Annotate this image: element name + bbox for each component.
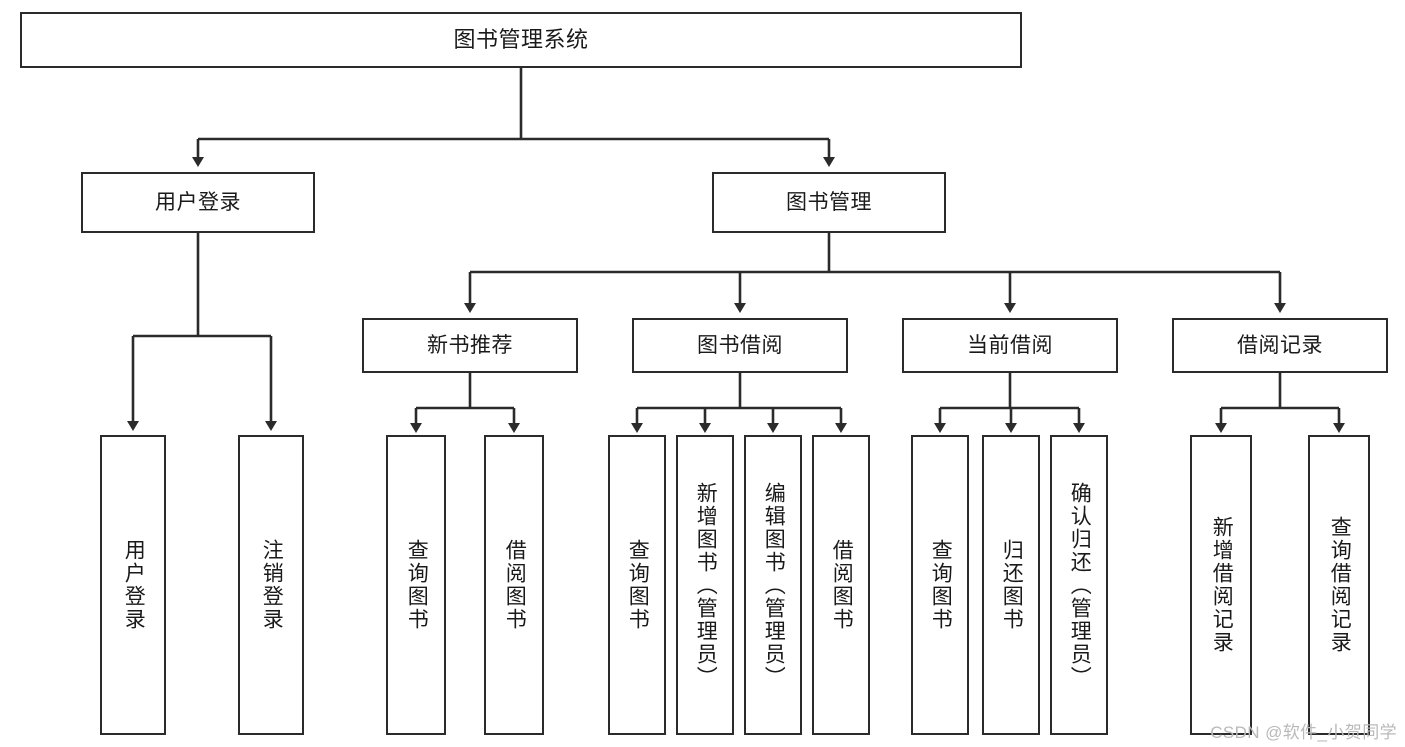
current-borrow-to-leaves [934, 373, 1085, 433]
node-leaf-query-record[interactable]: 查询借阅记录 [1308, 435, 1370, 735]
root-to-level1 [192, 68, 835, 167]
node-leaf-borrow-book-1[interactable]: 借阅图书 [484, 435, 544, 735]
node-leaf-add-record-label: 新增借阅记录 [1210, 516, 1234, 654]
node-leaf-query-book-3-label: 查询图书 [929, 539, 953, 631]
node-new-book-recommend[interactable]: 新书推荐 [362, 318, 578, 373]
node-leaf-query-book-1[interactable]: 查询图书 [386, 435, 446, 735]
node-book-manage-label: 图书管理 [786, 190, 872, 214]
node-leaf-add-book-label: 新增图书（管理员） [694, 481, 718, 689]
book-manage-to-level2 [464, 233, 1286, 313]
node-borrow-record[interactable]: 借阅记录 [1172, 318, 1388, 373]
node-book-borrow[interactable]: 图书借阅 [632, 318, 848, 373]
node-leaf-user-login-label: 用户登录 [122, 539, 146, 631]
node-current-borrow[interactable]: 当前借阅 [902, 318, 1118, 373]
csdn-watermark: CSDN @软件_小贺同学 [1210, 723, 1397, 742]
node-leaf-add-book[interactable]: 新增图书（管理员） [676, 435, 734, 735]
node-leaf-add-record[interactable]: 新增借阅记录 [1190, 435, 1252, 735]
node-leaf-query-book-1-label: 查询图书 [405, 539, 429, 631]
book-borrow-to-leaves [631, 373, 847, 433]
node-book-borrow-label: 图书借阅 [697, 333, 783, 357]
node-book-manage[interactable]: 图书管理 [712, 172, 946, 233]
node-leaf-user-login[interactable]: 用户登录 [100, 435, 166, 735]
node-borrow-record-label: 借阅记录 [1237, 333, 1323, 357]
node-leaf-edit-book-label: 编辑图书（管理员） [762, 481, 786, 689]
user-login-to-leaves [127, 233, 277, 431]
node-leaf-return-book-label: 归还图书 [1000, 539, 1024, 631]
node-leaf-logout-login-label: 注销登录 [260, 539, 284, 631]
node-leaf-edit-book[interactable]: 编辑图书（管理员） [744, 435, 802, 735]
node-current-borrow-label: 当前借阅 [967, 333, 1053, 357]
node-leaf-query-record-label: 查询借阅记录 [1328, 516, 1352, 654]
node-leaf-query-book-3[interactable]: 查询图书 [911, 435, 969, 735]
node-leaf-query-book-2[interactable]: 查询图书 [608, 435, 666, 735]
node-leaf-return-book[interactable]: 归还图书 [982, 435, 1040, 735]
node-leaf-borrow-book-2[interactable]: 借阅图书 [812, 435, 870, 735]
borrow-record-to-leaves [1215, 373, 1345, 433]
node-new-book-recommend-label: 新书推荐 [427, 333, 513, 357]
node-leaf-borrow-book-1-label: 借阅图书 [503, 539, 527, 631]
node-root-label: 图书管理系统 [453, 26, 589, 52]
node-leaf-confirm-return[interactable]: 确认归还（管理员） [1050, 435, 1108, 735]
node-leaf-query-book-2-label: 查询图书 [626, 539, 650, 631]
node-leaf-borrow-book-2-label: 借阅图书 [830, 539, 854, 631]
node-leaf-logout-login[interactable]: 注销登录 [238, 435, 304, 735]
node-user-login-label: 用户登录 [155, 190, 241, 214]
node-user-login[interactable]: 用户登录 [81, 172, 315, 233]
node-root[interactable]: 图书管理系统 [20, 12, 1022, 68]
new-book-recommend-to-leaves [410, 373, 520, 433]
node-leaf-confirm-return-label: 确认归还（管理员） [1068, 481, 1092, 689]
